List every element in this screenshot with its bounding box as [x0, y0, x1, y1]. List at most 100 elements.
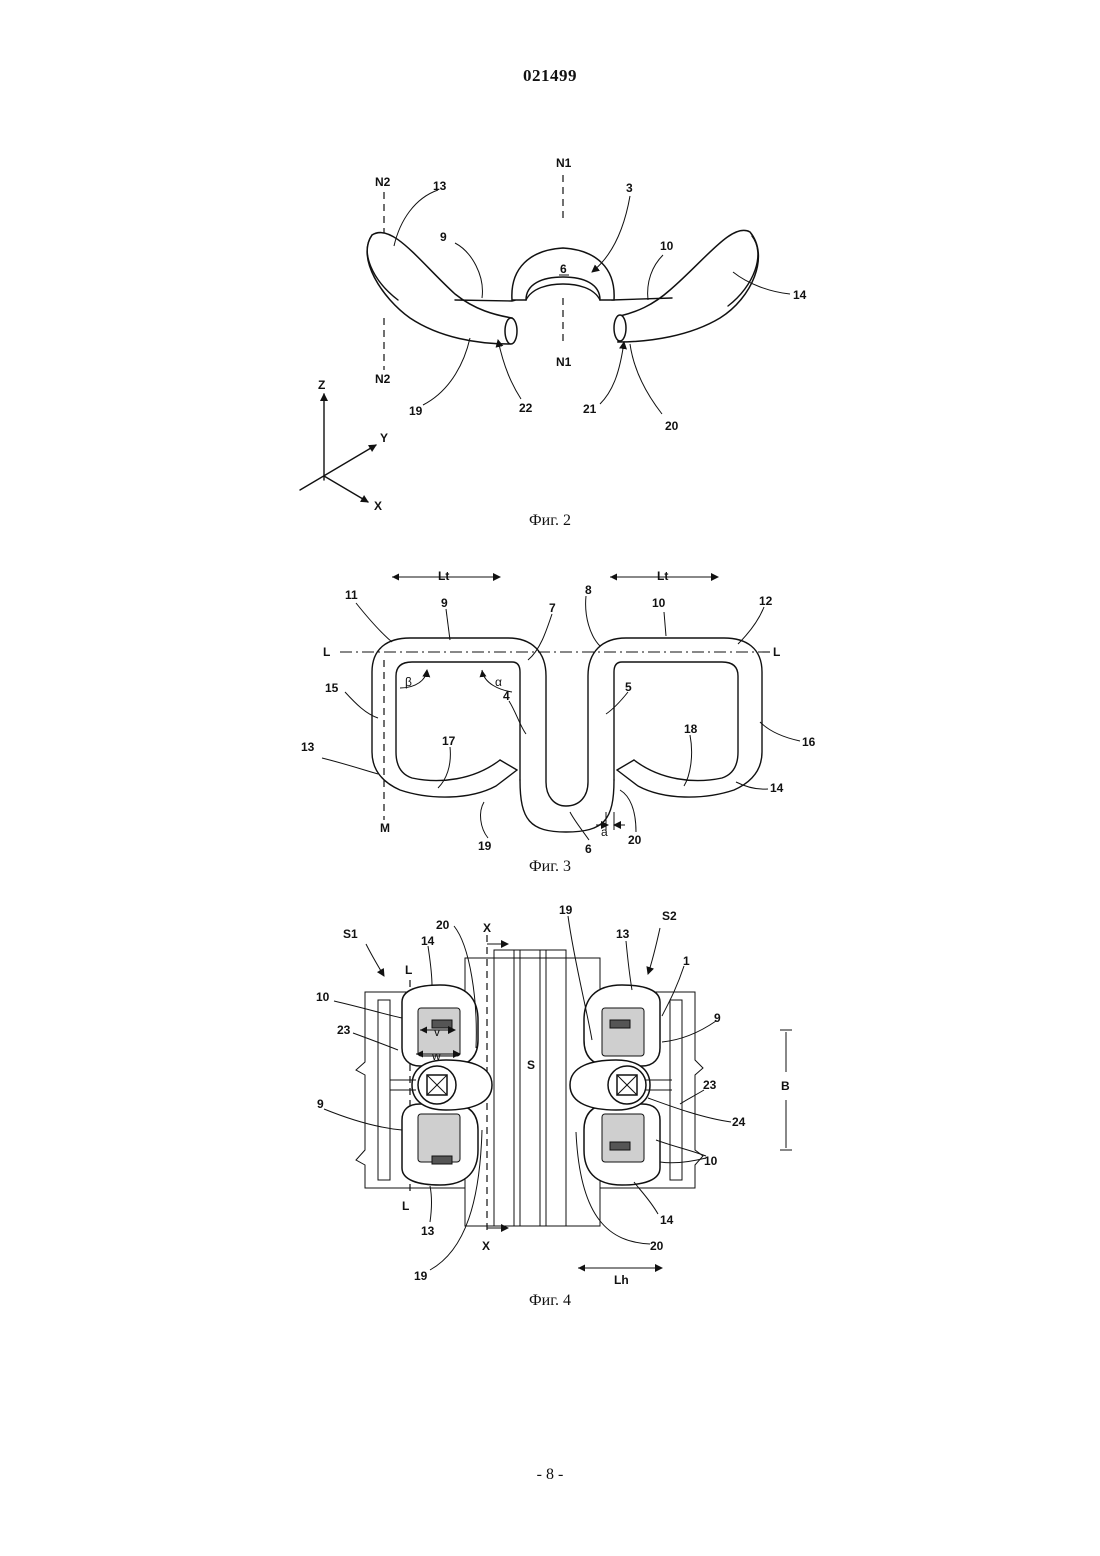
label-1: 1	[683, 954, 690, 968]
figure-2: N1 N1 N2 N2 13 9 3 6 10 14 19 22 21 20 Z…	[300, 156, 807, 513]
s1-plate-rib	[378, 1000, 390, 1180]
label-B: B	[781, 1079, 790, 1093]
axis-x-line	[324, 476, 368, 502]
leader-14-bottom	[634, 1182, 658, 1214]
label-L-right: L	[773, 645, 780, 659]
clip-inner-right	[614, 662, 738, 781]
label-13: 13	[301, 740, 315, 754]
clip-toe-left	[500, 760, 517, 770]
page-number: - 8 -	[0, 1466, 1100, 1484]
label-S: S	[527, 1058, 535, 1072]
clip-toe-right	[617, 760, 634, 770]
label-n1-bottom: N1	[556, 355, 572, 369]
label-14-bottom: 14	[660, 1213, 674, 1227]
label-14: 14	[793, 288, 807, 302]
label-alpha: α	[495, 675, 502, 689]
right-toe-end	[614, 315, 626, 341]
leader-12	[738, 607, 764, 644]
leader-13-bottom	[430, 1186, 432, 1222]
leader-23-left	[353, 1033, 398, 1050]
label-s2: S2	[662, 909, 677, 923]
leader-10	[664, 612, 666, 636]
leader-8	[586, 596, 600, 646]
label-13: 13	[433, 179, 447, 193]
leader-1	[662, 966, 684, 1016]
leader-9	[455, 243, 482, 298]
right-lower-insulator	[602, 1114, 644, 1162]
leader-13	[394, 190, 438, 246]
leader-20	[620, 790, 636, 832]
leader-16	[760, 722, 800, 741]
label-18: 18	[684, 722, 698, 736]
leader-13	[322, 758, 378, 774]
leader-9	[446, 609, 450, 640]
right-upper-insulator	[602, 1008, 644, 1056]
label-13-bottom: 13	[421, 1224, 435, 1238]
label-10: 10	[660, 239, 674, 253]
leader-17	[438, 747, 450, 788]
leader-10	[648, 255, 663, 300]
axis-y-line	[300, 445, 376, 490]
label-15: 15	[325, 681, 339, 695]
label-6: 6	[560, 262, 567, 276]
label-9-left: 9	[317, 1097, 324, 1111]
s2-arrow	[648, 928, 660, 974]
s1-arrow	[366, 944, 384, 976]
label-20-top: 20	[436, 918, 450, 932]
leader-19	[423, 338, 470, 405]
label-4: 4	[503, 689, 510, 703]
label-20: 20	[628, 833, 642, 847]
leader-4	[509, 701, 526, 734]
arch-inner-edge	[526, 284, 600, 300]
label-13-top: 13	[616, 927, 630, 941]
label-24: 24	[732, 1115, 746, 1129]
leader-22	[498, 340, 521, 399]
leader-19-top	[568, 916, 592, 1040]
label-12: 12	[759, 594, 773, 608]
label-19-top: 19	[559, 903, 573, 917]
left-toe-end	[505, 318, 517, 344]
label-23-left: 23	[337, 1023, 351, 1037]
label-5: 5	[625, 680, 632, 694]
label-21: 21	[583, 402, 597, 416]
label-L-left: L	[323, 645, 330, 659]
label-6: 6	[585, 842, 592, 856]
leader-19	[481, 802, 488, 838]
label-L-top: L	[405, 963, 412, 977]
label-axis-x: X	[374, 499, 382, 513]
left-wing-clip-arm	[367, 232, 512, 344]
label-19: 19	[478, 839, 492, 853]
label-10-right: 10	[704, 1154, 718, 1168]
label-16: 16	[802, 735, 816, 749]
label-19: 19	[409, 404, 423, 418]
rail-s-web	[494, 950, 566, 1226]
leader-10-right-a	[656, 1140, 706, 1156]
left-link-9	[455, 290, 519, 301]
label-11: 11	[345, 588, 358, 602]
label-10-left: 10	[316, 990, 330, 1004]
figure-4-caption: Фиг. 4	[0, 1292, 1100, 1310]
leader-21	[600, 342, 624, 404]
label-n2-top: N2	[375, 175, 391, 189]
right-wing-clip-arm	[618, 230, 758, 342]
right-lower-block	[610, 1142, 630, 1150]
right-link-10	[605, 289, 672, 300]
label-17: 17	[442, 734, 456, 748]
label-a: a	[601, 825, 608, 839]
leader-13-top	[626, 941, 632, 990]
label-s1: S1	[343, 927, 358, 941]
label-n1-top: N1	[556, 156, 572, 170]
label-Lh: Lh	[614, 1273, 629, 1287]
label-lt-left: Lt	[438, 569, 449, 583]
right-upper-block	[610, 1020, 630, 1028]
label-x-top: X	[483, 921, 491, 935]
leader-18	[684, 735, 692, 786]
leader-14	[736, 782, 768, 789]
label-v: v	[434, 1025, 440, 1039]
leader-23-right	[680, 1090, 704, 1104]
figure-3: Lt Lt 11 9 7 8 10 12 L L 15 β α 4 5 13 1…	[301, 569, 816, 856]
label-axis-y: Y	[380, 431, 388, 445]
label-14-top: 14	[421, 934, 435, 948]
label-L-bottom: L	[402, 1199, 409, 1213]
